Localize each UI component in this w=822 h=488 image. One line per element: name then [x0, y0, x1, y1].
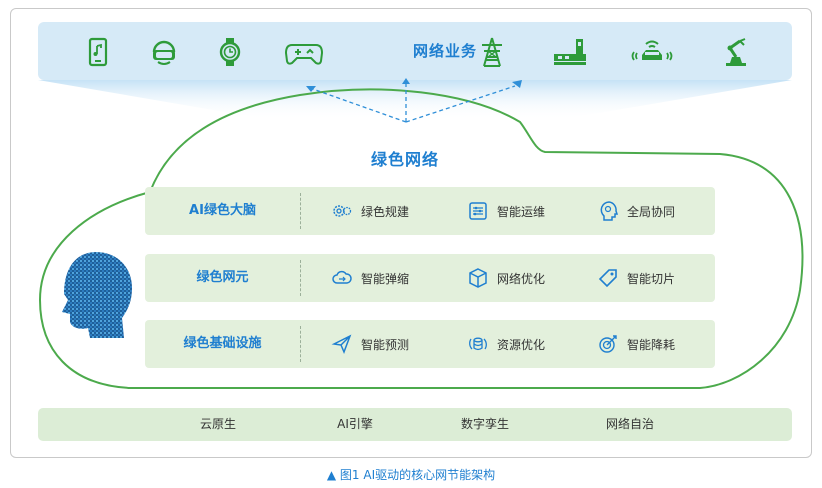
- row-title: 绿色网元: [196, 270, 249, 285]
- row-green-infrastructure: 绿色基础设施 智能预测 资源优化 智能降耗: [145, 320, 715, 368]
- figure-caption: ▲ 图1 AI驱动的核心网节能架构: [326, 468, 496, 482]
- row-ai-green-brain: AI绿色大脑 绿色规建 智能运维 全局协同: [145, 187, 715, 235]
- item-smart-slicing: 智能切片: [597, 254, 675, 302]
- item-global-coordination: 全局协同: [597, 187, 675, 235]
- item-label: 资源优化: [497, 337, 546, 352]
- smartwatch-icon: [219, 38, 241, 66]
- factory-icon: [554, 39, 586, 65]
- network-services-bar: 网络业务: [38, 22, 792, 80]
- item-network-optimization: 网络优化: [467, 254, 545, 302]
- item-green-planning: 绿色规建: [331, 187, 409, 235]
- item-smart-energy-reduction: 智能降耗: [597, 320, 675, 368]
- foundation-cloud-native: 云原生: [199, 417, 236, 431]
- brain-head-icon: [600, 201, 619, 221]
- settings-sliders-icon: [469, 202, 487, 220]
- item-label: 智能运维: [497, 204, 546, 219]
- foundation-digital-twin: 数字孪生: [460, 417, 509, 431]
- row-green-network-element: 绿色网元 智能弹缩 网络优化 智能切片: [145, 254, 715, 302]
- connected-car-icon: [631, 40, 673, 61]
- vr-headset-icon: [152, 40, 176, 65]
- item-label: 智能降耗: [627, 337, 676, 352]
- cube-icon: [469, 268, 487, 288]
- item-label: 绿色规建: [361, 204, 410, 219]
- phone-music-icon: [88, 37, 108, 67]
- robot-arm-icon: [726, 38, 746, 66]
- row-divider: [300, 260, 301, 296]
- item-smart-scaling: 智能弹缩: [331, 254, 409, 302]
- item-label: 全局协同: [627, 204, 676, 219]
- row-divider: [300, 193, 301, 229]
- gamepad-icon: [284, 44, 324, 65]
- item-resource-optimization: 资源优化: [467, 320, 545, 368]
- item-label: 网络优化: [497, 271, 546, 286]
- row-title: 绿色基础设施: [183, 336, 262, 351]
- item-smart-ops: 智能运维: [467, 187, 545, 235]
- item-label: 智能预测: [361, 337, 410, 352]
- power-tower-icon: [482, 37, 502, 67]
- item-label: 智能弹缩: [361, 271, 410, 286]
- tag-icon: [598, 269, 617, 288]
- target-arrow-icon: [599, 335, 617, 353]
- network-services-title: 网络业务: [412, 42, 477, 60]
- service-beam: [38, 80, 792, 120]
- row-title: AI绿色大脑: [189, 203, 256, 218]
- foundation-bar: 云原生 AI引擎 数字孪生 网络自治: [38, 408, 792, 441]
- foundation-network-autonomy: 网络自治: [605, 417, 654, 431]
- green-network-title: 绿色网络: [370, 150, 439, 169]
- item-label: 智能切片: [627, 271, 676, 286]
- gears-icon: [333, 205, 352, 217]
- row-divider: [300, 326, 301, 362]
- cloud-icon: [332, 270, 352, 284]
- digital-head-icon: [62, 252, 132, 338]
- database-cycle-icon: [469, 337, 487, 351]
- item-smart-prediction: 智能预测: [331, 320, 409, 368]
- send-icon: [331, 334, 352, 355]
- foundation-ai-engine: AI引擎: [337, 417, 373, 431]
